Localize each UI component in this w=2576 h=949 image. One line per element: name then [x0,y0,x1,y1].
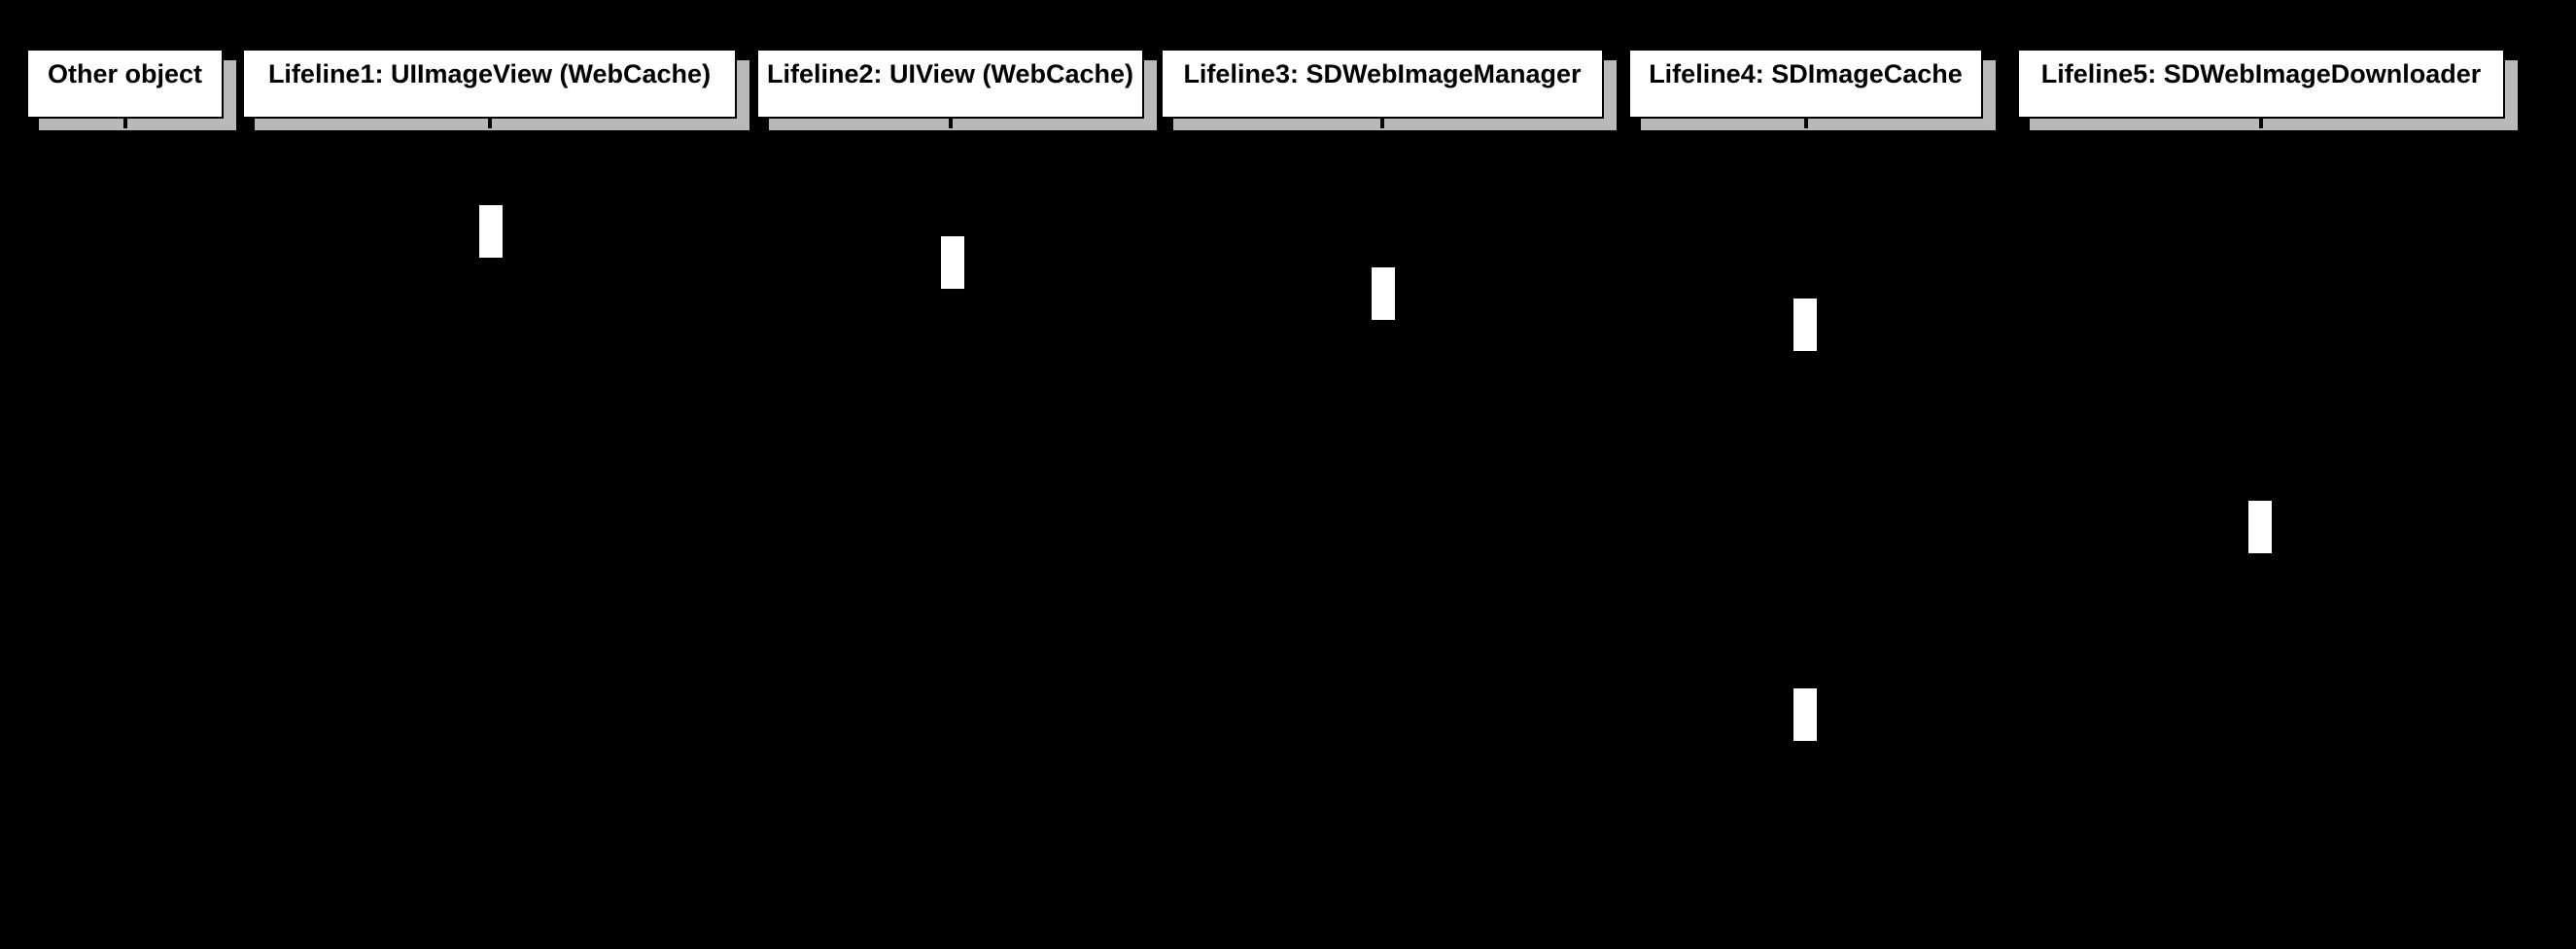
activation-bar [941,236,964,289]
lifeline-label: Lifeline3: SDWebImageManager [1183,59,1582,88]
lifeline-header-lifeline2-uiview: Lifeline2: UIView (WebCache) [756,49,1144,128]
lifeline-header-other-object: Other object [26,49,224,128]
activation-bar [479,205,503,258]
lifeline-label: Lifeline5: SDWebImageDownloader [2040,59,2482,88]
lifeline-start-tick [1380,117,1384,128]
lifeline-label: Other object [47,59,203,88]
lifeline-header-lifeline3-sdwebimagemanager: Lifeline3: SDWebImageManager [1161,49,1604,128]
lifeline-header-lifeline4-sdimagecache: Lifeline4: SDImageCache [1628,49,1983,128]
lifeline-label: Lifeline1: UIImageView (WebCache) [267,59,712,88]
lifeline-header-lifeline1-uiimageview: Lifeline1: UIImageView (WebCache) [242,49,737,128]
activation-bar [1793,299,1817,351]
lifeline-header-lifeline5-sdwebimagedownloader: Lifeline5: SDWebImageDownloader [2017,49,2505,128]
activation-bar [1793,688,1817,741]
lifeline-start-tick [487,117,492,128]
lifeline-label: Lifeline4: SDImageCache [1649,59,1963,88]
activation-bar [2248,501,2272,553]
lifeline-label: Lifeline2: UIView (WebCache) [766,59,1134,88]
lifeline-start-tick [2259,117,2263,128]
activation-bar [1372,267,1395,320]
lifeline-start-tick [122,117,127,128]
lifeline-start-tick [948,117,953,128]
lifeline-start-tick [1803,117,1808,128]
